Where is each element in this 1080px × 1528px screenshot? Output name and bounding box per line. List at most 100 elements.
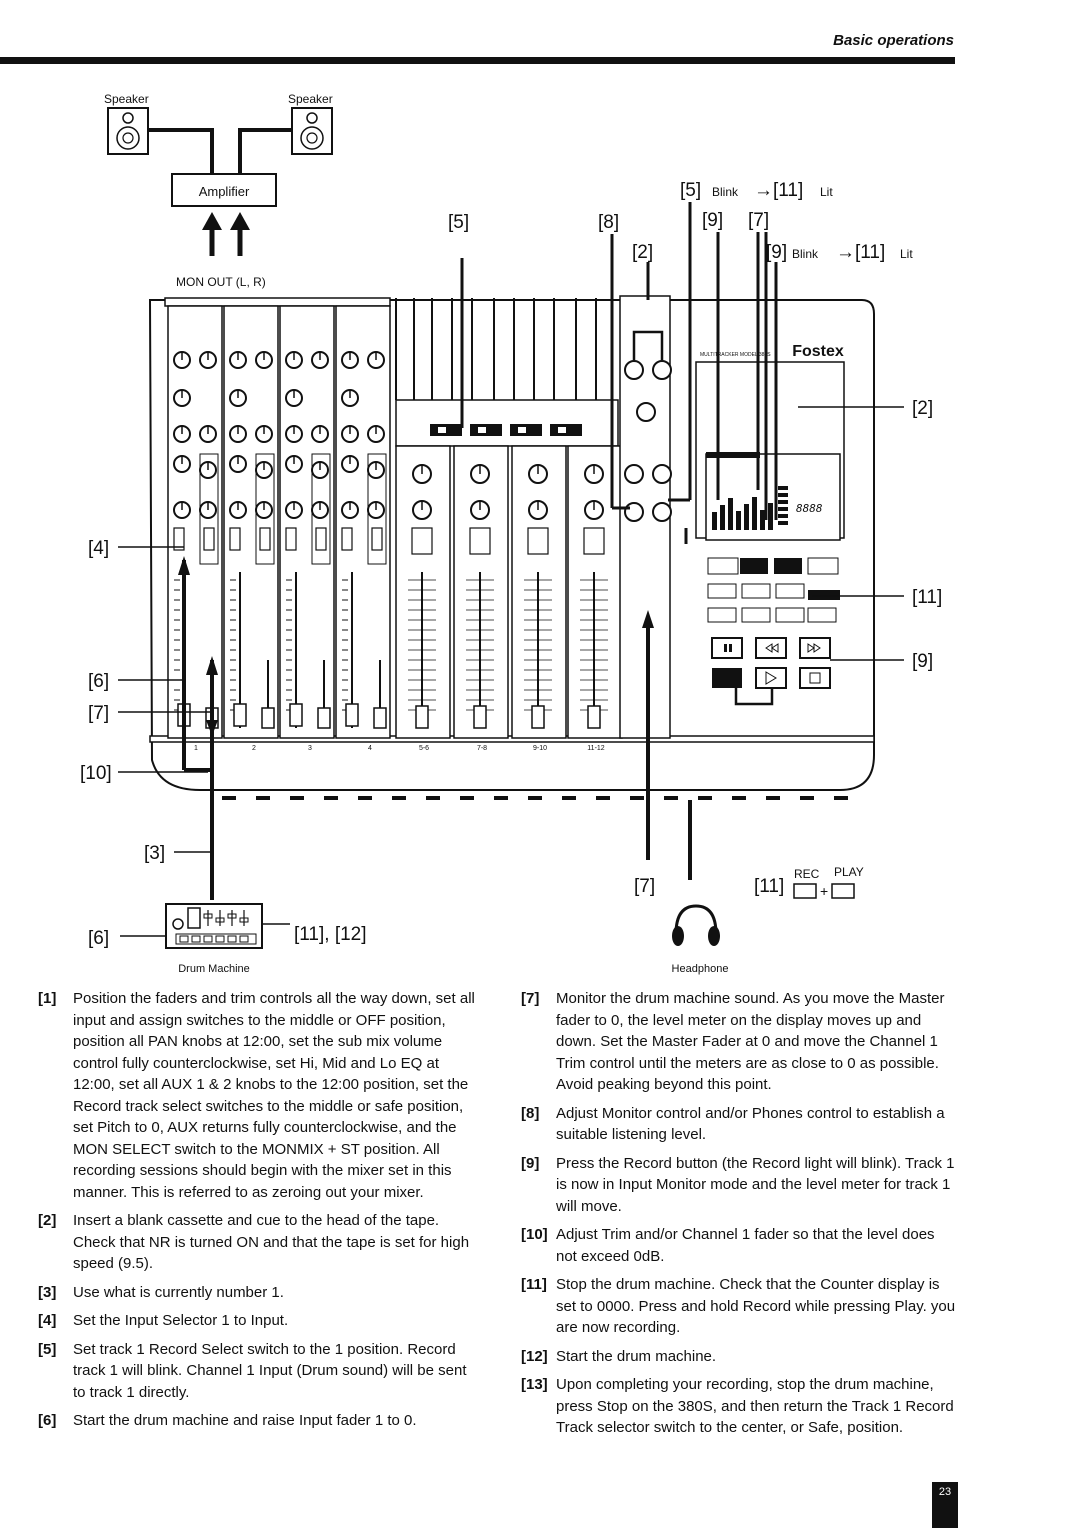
step-text: Insert a blank cassette and cue to the h…	[73, 1212, 470, 1272]
mixer-body: 8888 Fostex MULTITRACKER MODEL 380S	[148, 295, 875, 800]
mixer-diagram: Speaker Speaker Amplifier MON OUT (L, R)	[80, 92, 942, 975]
speaker-right-label: Speaker	[288, 92, 333, 106]
level-meter-bar	[752, 497, 757, 530]
fader-label: 5-6	[419, 745, 429, 752]
lit-label-1: Lit	[820, 185, 833, 199]
step-text: Position the faders and trim controls al…	[73, 990, 475, 1201]
callout-7-left: [7]	[88, 703, 109, 724]
level-meter-bar	[744, 504, 749, 530]
speaker-left-label: Speaker	[104, 92, 149, 106]
amplifier-label: Amplifier	[199, 184, 250, 199]
step-text: Press the Record button (the Record ligh…	[556, 1154, 955, 1215]
step-text: Use what is currently number 1.	[73, 1283, 284, 1301]
level-meter-bar	[712, 512, 717, 530]
step-number: [2]	[38, 1212, 57, 1229]
step-item: [11]Stop the drum machine. Check that th…	[521, 1274, 959, 1339]
blink-label-2: Blink	[792, 247, 819, 261]
callout-11-12: [11], [12]	[294, 924, 367, 945]
input-channel-strip	[279, 305, 335, 739]
step-number: [1]	[38, 990, 57, 1007]
level-meter-bar	[720, 505, 725, 530]
step-number: [7]	[521, 990, 540, 1007]
level-meter-bar	[768, 503, 773, 530]
fader-label: 1	[194, 745, 198, 752]
callout-2: [2]	[632, 242, 653, 263]
callout-10: [10]	[80, 763, 112, 784]
arrow-label-2: →[11]	[836, 242, 885, 263]
steps-right-column: [7] Monitor the drum machine sound. As yo…	[521, 988, 959, 1446]
callout-7: [7]	[748, 210, 769, 231]
rec-label: REC	[794, 867, 820, 881]
speaker-left-icon	[107, 107, 149, 155]
brand-logo: Fostex	[792, 343, 844, 360]
section-title: Basic operations	[833, 32, 954, 49]
mon-out-label: MON OUT (L, R)	[176, 275, 266, 289]
fader-label: 7-8	[477, 745, 487, 752]
step-number: [4]	[38, 1312, 57, 1329]
drum-machine-icon	[165, 903, 263, 949]
callout-5-blink: [5]	[680, 180, 701, 201]
step-number: [9]	[521, 1154, 540, 1172]
callout-4: [4]	[88, 538, 109, 559]
step-item: [1] Position the faders and trim controls…	[38, 988, 476, 1203]
step-number: [3]	[38, 1283, 57, 1301]
callout-9-blink: [9]	[766, 242, 787, 263]
blink-label-1: Blink	[712, 185, 739, 199]
step-number: [8]	[521, 1104, 540, 1122]
level-meter-bar	[736, 511, 741, 530]
counter-display: 8888	[796, 502, 823, 515]
level-meter-bar	[760, 510, 765, 530]
step-item: [10] Adjust Trim and/or Channel 1 fader s…	[521, 1224, 959, 1267]
headphone-icon	[672, 904, 720, 946]
step-text: Monitor the drum machine sound. As you m…	[556, 990, 945, 1093]
step-text: Set track 1 Record Select switch to the …	[73, 1340, 467, 1401]
page-number: 23	[932, 1482, 958, 1528]
callout-9-right: [9]	[912, 651, 933, 672]
drum-machine-label: Drum Machine	[178, 963, 250, 975]
headphone-label: Headphone	[672, 963, 729, 975]
amplifier-box	[171, 173, 277, 207]
play-button-icon	[831, 883, 855, 899]
fader-label: 11-12	[587, 745, 604, 752]
callout-7-bottom: [7]	[634, 876, 655, 897]
speaker-right-icon	[291, 107, 333, 155]
model-label: MULTITRACKER MODEL 380S	[700, 352, 771, 358]
step-number: [13]	[521, 1376, 548, 1393]
callout-6-drum: [6]	[88, 928, 109, 949]
fader-label: 3	[308, 745, 312, 752]
rec-button-icon	[793, 883, 817, 899]
step-text: Adjust Trim and/or Channel 1 fader so th…	[556, 1226, 935, 1265]
callout-11-bottom: [11]	[754, 876, 784, 897]
step-item: [7] Monitor the drum machine sound. As yo…	[521, 988, 959, 1096]
step-item: [2] Insert a blank cassette and cue to th…	[38, 1210, 476, 1275]
step-number: [6]	[38, 1412, 57, 1429]
step-item: [5] Set track 1 Record Select switch to t…	[38, 1339, 476, 1404]
input-channel-strip	[335, 305, 391, 739]
transport-buttons	[707, 557, 840, 706]
callout-2-right: [2]	[912, 398, 933, 419]
fader-label: 4	[368, 745, 372, 752]
step-text: Start the drum machine.	[556, 1347, 717, 1365]
step-number: [5]	[38, 1340, 57, 1358]
step-number: [12]	[521, 1347, 548, 1365]
step-text: Start the drum machine and raise Input f…	[73, 1412, 417, 1429]
step-item: [4]Set the Input Selector 1 to Input.	[38, 1310, 476, 1332]
step-text: Stop the drum machine. Check that the Co…	[556, 1276, 956, 1336]
callout-11-right: [11]	[912, 587, 942, 608]
input-channel-strip	[223, 305, 279, 739]
step-item: [13]Upon completing your recording, stop…	[521, 1374, 959, 1439]
plus-label: +	[820, 883, 828, 899]
steps-left-column: [1] Position the faders and trim controls…	[38, 988, 476, 1439]
callout-6: [6]	[88, 671, 109, 692]
arrow-label-1: →[11]	[754, 180, 803, 201]
step-item: [8] Adjust Monitor control and/or Phones …	[521, 1103, 959, 1146]
callout-9: [9]	[702, 210, 723, 231]
callout-8: [8]	[598, 212, 619, 233]
callout-5: [5]	[448, 212, 469, 233]
step-item: [6] Start the drum machine and raise Inpu…	[38, 1410, 476, 1432]
step-number: [10]	[521, 1226, 548, 1243]
play-label: PLAY	[834, 865, 864, 879]
level-meter-bar	[728, 498, 733, 530]
step-text: Adjust Monitor control and/or Phones con…	[556, 1104, 945, 1144]
fader-label: 2	[252, 745, 256, 752]
